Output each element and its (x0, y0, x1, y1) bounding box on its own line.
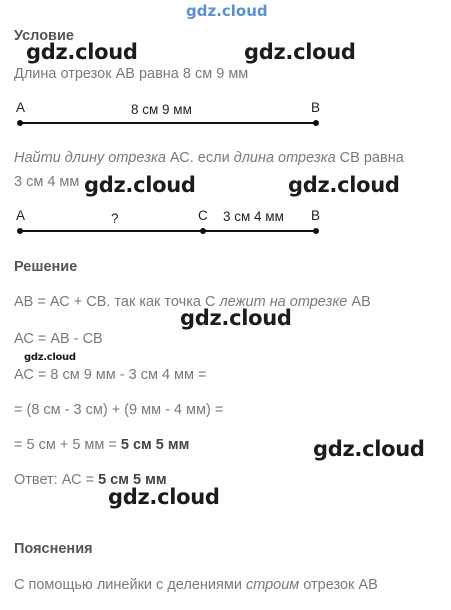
watermark: gdz.cloud (288, 173, 400, 197)
diagram2-point-b (313, 228, 319, 234)
explanation-heading: Пояснения (14, 541, 93, 557)
solution-heading: Решение (14, 259, 78, 275)
watermark-small: gdz.cloud (24, 352, 76, 363)
watermark: gdz.cloud (313, 437, 425, 461)
watermark: gdz.cloud (244, 40, 356, 64)
solution-line-2: АС = АВ - СВ (14, 331, 103, 347)
diagram2-point-a (17, 228, 23, 234)
condition-line-3: 3 см 4 мм (14, 174, 80, 190)
diagram1-length-label: 8 см 9 мм (131, 102, 192, 117)
diagram1-point-b (313, 120, 319, 126)
bold-result: 5 см 5 мм (120, 437, 190, 453)
italic-text: строим (245, 577, 300, 593)
watermark: gdz.cloud (180, 306, 292, 330)
diagram2-point-c-label: C (198, 208, 208, 223)
italic-text: Найти длину отрезка (14, 150, 166, 166)
normal-text: С помощью линейки с делениями (14, 577, 246, 593)
normal-text: = 5 см + 5 мм = (14, 437, 121, 453)
italic-text: длина отрезка (233, 150, 336, 166)
italic-text: лежит на отрезке (219, 294, 348, 310)
solution-line-1: АВ = АС + СВ. так как точка С лежит на о… (14, 294, 371, 310)
normal-text: АВ (347, 294, 371, 310)
diagram2-unknown-label: ? (111, 211, 119, 226)
diagram1-segment-ab (20, 122, 316, 124)
normal-text: СВ равна (335, 150, 404, 166)
diagram2-cb-length-label: 3 см 4 мм (223, 209, 284, 224)
normal-text: отрезок АВ (299, 577, 378, 593)
diagram1-point-a-label: A (16, 100, 26, 115)
diagram2-point-c (200, 228, 206, 234)
condition-line-1: Длина отрезок АВ равна 8 см 9 мм (14, 66, 249, 82)
solution-line-4: = (8 см - 3 см) + (9 мм - 4 мм) = (14, 402, 224, 418)
normal-text: АВ = АС + СВ. так как точка С (14, 294, 220, 310)
solution-line-5: = 5 см + 5 мм = 5 см 5 мм (14, 437, 189, 453)
diagram1-point-a (17, 120, 23, 126)
answer-line: Ответ: АС = 5 см 5 мм (14, 472, 167, 488)
diagram2-point-b-label: B (311, 208, 321, 223)
condition-heading: Условие (14, 28, 74, 44)
bold-answer: 5 см 5 мм (98, 472, 167, 488)
normal-text: АС. если (165, 150, 234, 166)
watermark: gdz.cloud (84, 173, 196, 197)
watermark: gdz.cloud (26, 40, 138, 64)
diagram2-segment-ab (20, 230, 316, 232)
watermark: gdz.cloud (108, 485, 220, 509)
solution-line-3: АС = 8 см 9 мм - 3 см 4 мм = (14, 367, 207, 383)
diagram2-point-a-label: A (16, 208, 26, 223)
explanation-line: С помощью линейки с делениями строим отр… (14, 577, 378, 593)
watermark-top: gdz.cloud (186, 2, 268, 20)
diagram1-point-b-label: B (311, 100, 321, 115)
condition-line-2: Найти длину отрезка АС. если длина отрез… (14, 150, 404, 166)
normal-text: Ответ: АС = (14, 472, 99, 488)
